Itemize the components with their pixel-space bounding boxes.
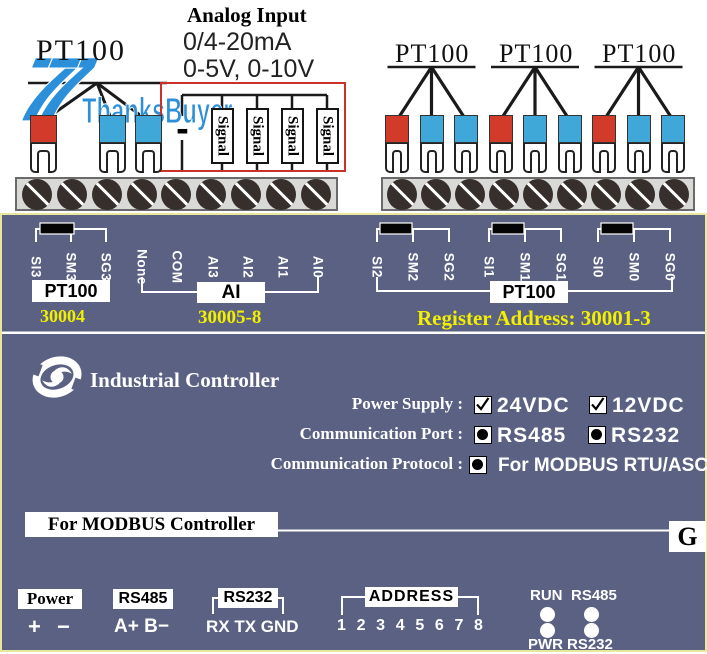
screw [266, 178, 297, 210]
led-pwr [540, 623, 555, 638]
terminal-strip-left [15, 177, 338, 211]
led-label-rs232: RS232 [567, 636, 613, 653]
modbus-banner: For MODBUS Controller [25, 512, 278, 537]
analog-input-title: Analog Input [187, 3, 307, 27]
rs485-pins: A+ B− [114, 616, 169, 637]
option-modbus-protocol: For MODBUS RTU/ASC [498, 455, 707, 476]
led-rs485 [584, 607, 599, 622]
screw [91, 178, 122, 210]
register-30004: 30004 [40, 306, 85, 326]
screw [557, 178, 587, 210]
terminal-red [385, 115, 409, 173]
minus-terminal-label: - [176, 108, 189, 150]
terminal-red [488, 115, 513, 173]
terminal-blue [523, 115, 547, 173]
screw [625, 178, 655, 210]
comm-port-label: Communication Port : [299, 424, 463, 443]
option-12vdc: 12VDC [612, 394, 685, 417]
screw [523, 178, 553, 210]
screw [659, 178, 689, 210]
option-24vdc: 24VDC [497, 394, 570, 417]
register-30005-8: 30005-8 [198, 307, 262, 328]
terminal-blue [626, 115, 651, 173]
led-run [540, 607, 555, 622]
checkbox-12vdc[interactable] [589, 396, 607, 414]
radio-modbus[interactable] [469, 456, 487, 474]
power-supply-label: Power Supply : [351, 394, 463, 413]
screw [56, 178, 87, 210]
sensor-wires [28, 65, 683, 171]
pt100-label-3: PT100 [602, 39, 677, 68]
power-plus-pin: + [28, 614, 41, 639]
terminal-blue [419, 115, 444, 173]
radio-rs232[interactable] [588, 426, 606, 444]
terminal-red [592, 115, 616, 173]
terminal-blue [661, 115, 685, 173]
screw [196, 178, 227, 210]
screw [231, 178, 262, 210]
signal-box-3: Signal [280, 108, 304, 164]
option-rs485: RS485 [497, 424, 567, 447]
rs485-box: RS485 [113, 589, 173, 609]
screw [126, 178, 157, 210]
pt100-right-group-box: PT100 [490, 281, 568, 303]
screw [301, 178, 332, 210]
screw [21, 178, 52, 210]
signal-box-2: Signal [245, 108, 269, 164]
screw [161, 178, 192, 210]
address-box: ADDRESS [365, 587, 458, 607]
signal-box-1: Signal [210, 108, 234, 164]
power-box: Power [18, 589, 82, 609]
pt100-label-2: PT100 [499, 39, 574, 68]
signal-box-4: Signal [315, 108, 339, 164]
screw [421, 178, 451, 210]
ai-group-box: AI [197, 282, 265, 303]
rs232-pins: RX TX GND [206, 617, 299, 636]
pt100-group-box: PT100 [32, 280, 110, 302]
radio-rs485[interactable] [474, 426, 492, 444]
pt100-label-left: PT100 [36, 34, 127, 67]
led-rs232 [584, 623, 599, 638]
screw [455, 178, 485, 210]
terminal-blue [135, 115, 162, 173]
led-label-run: RUN [530, 587, 563, 604]
pt100-label-1: PT100 [395, 39, 470, 68]
analog-range-current: 0/4-20mA [183, 28, 292, 56]
led-label-pwr: PWR [528, 636, 563, 653]
screw [489, 178, 519, 210]
comm-protocol-label: Communication Protocol : [270, 454, 463, 473]
terminal-blue [454, 115, 478, 173]
screw [387, 178, 417, 210]
terminal-blue [557, 115, 582, 173]
power-minus-pin: − [57, 614, 70, 639]
option-rs232: RS232 [611, 424, 681, 447]
brand-title: Industrial Controller [90, 368, 280, 392]
panel-linework [2, 222, 705, 615]
terminal-red [30, 115, 57, 173]
ground-box: G [669, 521, 706, 552]
screw [591, 178, 621, 210]
terminal-blue [99, 115, 126, 173]
led-label-rs485: RS485 [571, 587, 617, 604]
register-address-30001-3: Register Address: 30001-3 [417, 306, 651, 330]
rs232-box: RS232 [218, 588, 278, 608]
analog-range-voltage: 0-5V, 0-10V [183, 55, 315, 83]
checkbox-24vdc[interactable] [474, 396, 492, 414]
brand-logo [28, 356, 86, 398]
terminal-strip-right [381, 177, 695, 211]
